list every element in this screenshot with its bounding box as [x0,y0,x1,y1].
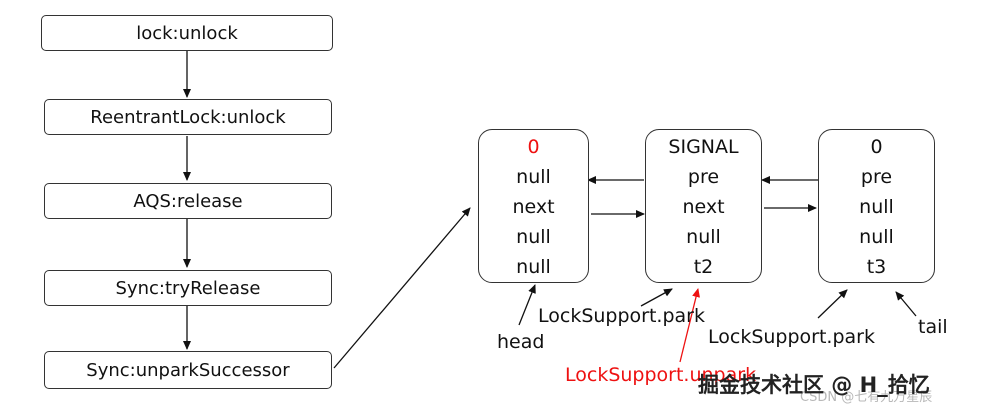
node-nextwaiter: null [686,226,721,248]
lock-support-unpark-label: LockSupport.unpark [565,364,757,386]
watermark-sub: CSDN @七有九万星辰 [800,390,933,405]
node-waitstatus: SIGNAL [668,136,739,158]
lock-support-park-t3-label: LockSupport.park [708,326,875,348]
lock-support-park-t2-label: LockSupport.park [538,305,705,327]
flow-step-label: lock:unlock [136,22,238,44]
park-t2-pointer-arrow [640,288,673,307]
flow-step-reentrantlock-unlock: ReentrantLock:unlock [44,99,332,135]
head-label: head [497,331,545,353]
queue-node-t2: SIGNAL pre next null t2 [645,129,762,283]
tail-pointer-arrow [895,291,917,317]
node-prev: pre [687,166,720,188]
node-next: null [859,196,894,218]
node-next: next [682,196,725,218]
watermark-main: 掘金技术社区 @ H_拾忆 [698,373,930,397]
tail-label: tail [918,316,948,338]
node-nextwaiter: null [859,226,894,248]
flow-step-label: AQS:release [133,190,243,212]
node-next: next [512,196,555,218]
node-thread: t3 [866,256,887,278]
head-pointer-arrow [518,284,536,326]
node-prev: pre [860,166,893,188]
unpark-t2-pointer-arrow [679,288,700,363]
flow-step-label: ReentrantLock:unlock [90,106,286,128]
node-waitstatus: 0 [870,136,883,158]
node-nextwaiter: null [516,226,551,248]
park-t3-pointer-arrow [817,289,848,319]
node-thread: t2 [693,256,714,278]
flow-step-label: Sync:tryRelease [115,277,261,299]
node-waitstatus: 0 [527,136,540,158]
flow-step-aqs-release: AQS:release [44,183,332,219]
flow-step-sync-tryrelease: Sync:tryRelease [44,270,332,306]
queue-node-head: 0 null next null null [478,129,589,283]
unpark-to-head-arrow [333,207,471,369]
flow-step-lock-unlock: lock:unlock [41,15,333,51]
node-prev: null [516,166,551,188]
flow-step-label: Sync:unparkSuccessor [86,359,290,381]
node-thread: null [516,256,551,278]
queue-node-t3: 0 pre null null t3 [818,129,935,283]
flow-step-sync-unparksuccessor: Sync:unparkSuccessor [44,351,332,389]
